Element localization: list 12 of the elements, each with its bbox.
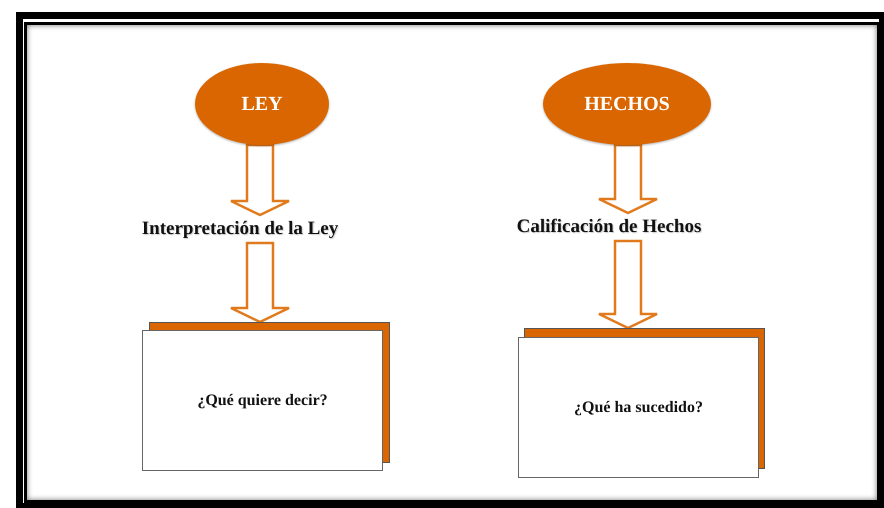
stacked-card [142, 322, 390, 471]
heading-text: Interpretación de la Ley [110, 215, 370, 243]
block-arrow [230, 144, 290, 216]
stacked-card [518, 328, 765, 478]
block-arrow [598, 144, 658, 214]
ellipse-node: LEY [195, 63, 329, 145]
block-arrow [598, 240, 658, 330]
block-arrow [230, 242, 290, 324]
heading-text: Calificación de Hechos [484, 213, 734, 241]
question-text: ¿Qué quiere decir? [197, 392, 328, 410]
ellipse-node: HECHOS [543, 63, 711, 145]
question-text: ¿Qué ha sucedido? [574, 398, 703, 416]
